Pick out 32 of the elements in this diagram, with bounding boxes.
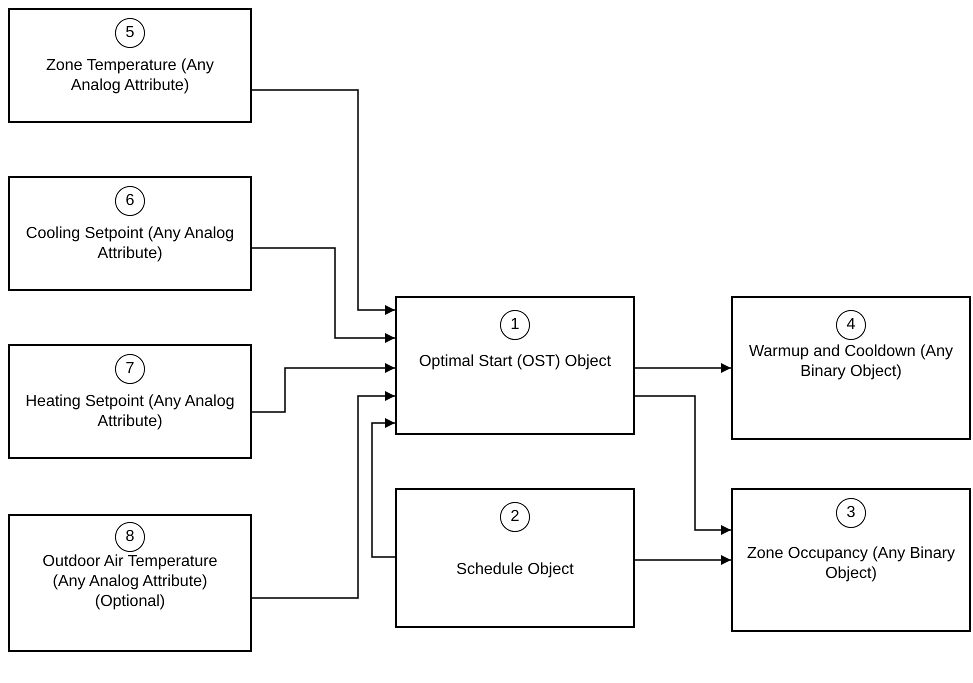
arrow: [371, 418, 395, 558]
callout-number: 8: [115, 522, 145, 552]
callout-number: 4: [836, 310, 866, 340]
object-box: [731, 296, 971, 440]
arrow: [635, 363, 731, 373]
object-box: [395, 296, 635, 435]
callout-number: 2: [500, 502, 530, 532]
arrow: [635, 555, 731, 565]
arrow: [252, 391, 395, 599]
object-label: Outdoor Air Temperature (Any Analog Attribute) (Optional): [42, 552, 218, 612]
callout-number: 5: [115, 18, 145, 48]
object-box: [731, 488, 971, 632]
object-box: [8, 8, 252, 123]
object-label: Optimal Start (OST) Object: [418, 352, 612, 372]
object-box: [8, 176, 252, 291]
object-box: [8, 344, 252, 459]
arrow: [252, 89, 395, 315]
object-label: Cooling Setpoint (Any Analog Attribute): [24, 224, 236, 264]
arrow: [252, 247, 395, 343]
callout-number: 6: [115, 186, 145, 216]
callout-number: 7: [115, 354, 145, 384]
object-label: Schedule Object: [456, 560, 574, 580]
arrow: [252, 363, 395, 413]
callout-number: 3: [836, 498, 866, 528]
object-label: Heating Setpoint (Any Analog Attribute): [24, 392, 236, 432]
object-label: Zone Occupancy (Any Binary Object): [746, 544, 956, 584]
object-label: Zone Temperature (Any Analog Attribute): [45, 56, 215, 96]
object-label: Warmup and Cooldown (Any Binary Object): [748, 342, 954, 382]
arrow: [635, 395, 731, 535]
callout-number: 1: [500, 310, 530, 340]
object-box: [8, 514, 252, 652]
object-box: [395, 488, 635, 628]
